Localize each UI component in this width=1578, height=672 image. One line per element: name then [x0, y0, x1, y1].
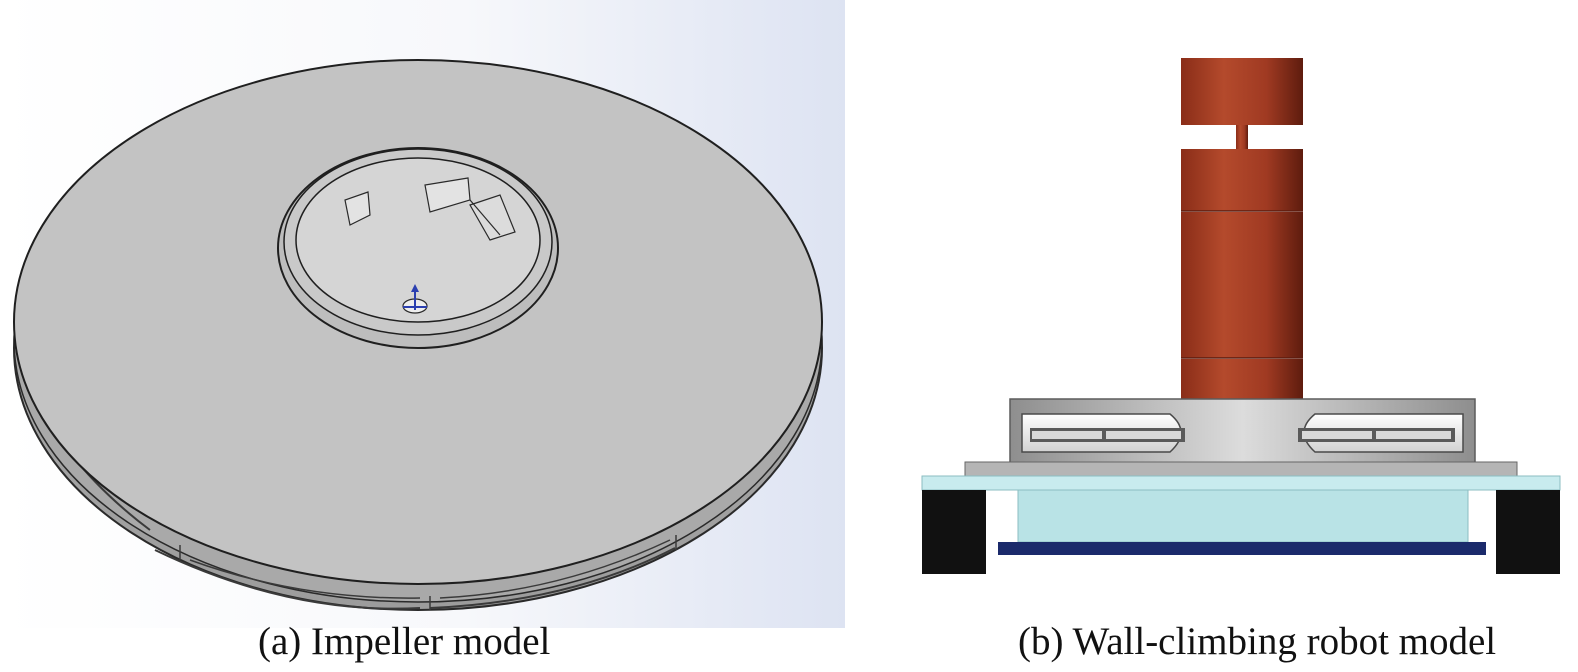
robot-model-image: [921, 58, 1561, 574]
impeller-hub: [277, 147, 559, 349]
left-wheel: [922, 490, 986, 574]
base-plate: [921, 475, 1561, 491]
mounting-flange: [964, 461, 1518, 477]
impeller-model-image: [0, 0, 845, 628]
bottom-plate: [998, 542, 1486, 555]
chassis-body: [1017, 489, 1469, 543]
caption-impeller-model: (a) Impeller model: [258, 620, 551, 663]
right-wheel: [1496, 490, 1560, 574]
impeller-model-panel: [0, 0, 845, 628]
motor: [1181, 58, 1303, 399]
caption-robot-model: (b) Wall-climbing robot model: [1018, 620, 1497, 663]
robot-model-panel: [900, 0, 1578, 628]
fan-housing: [1009, 398, 1476, 464]
